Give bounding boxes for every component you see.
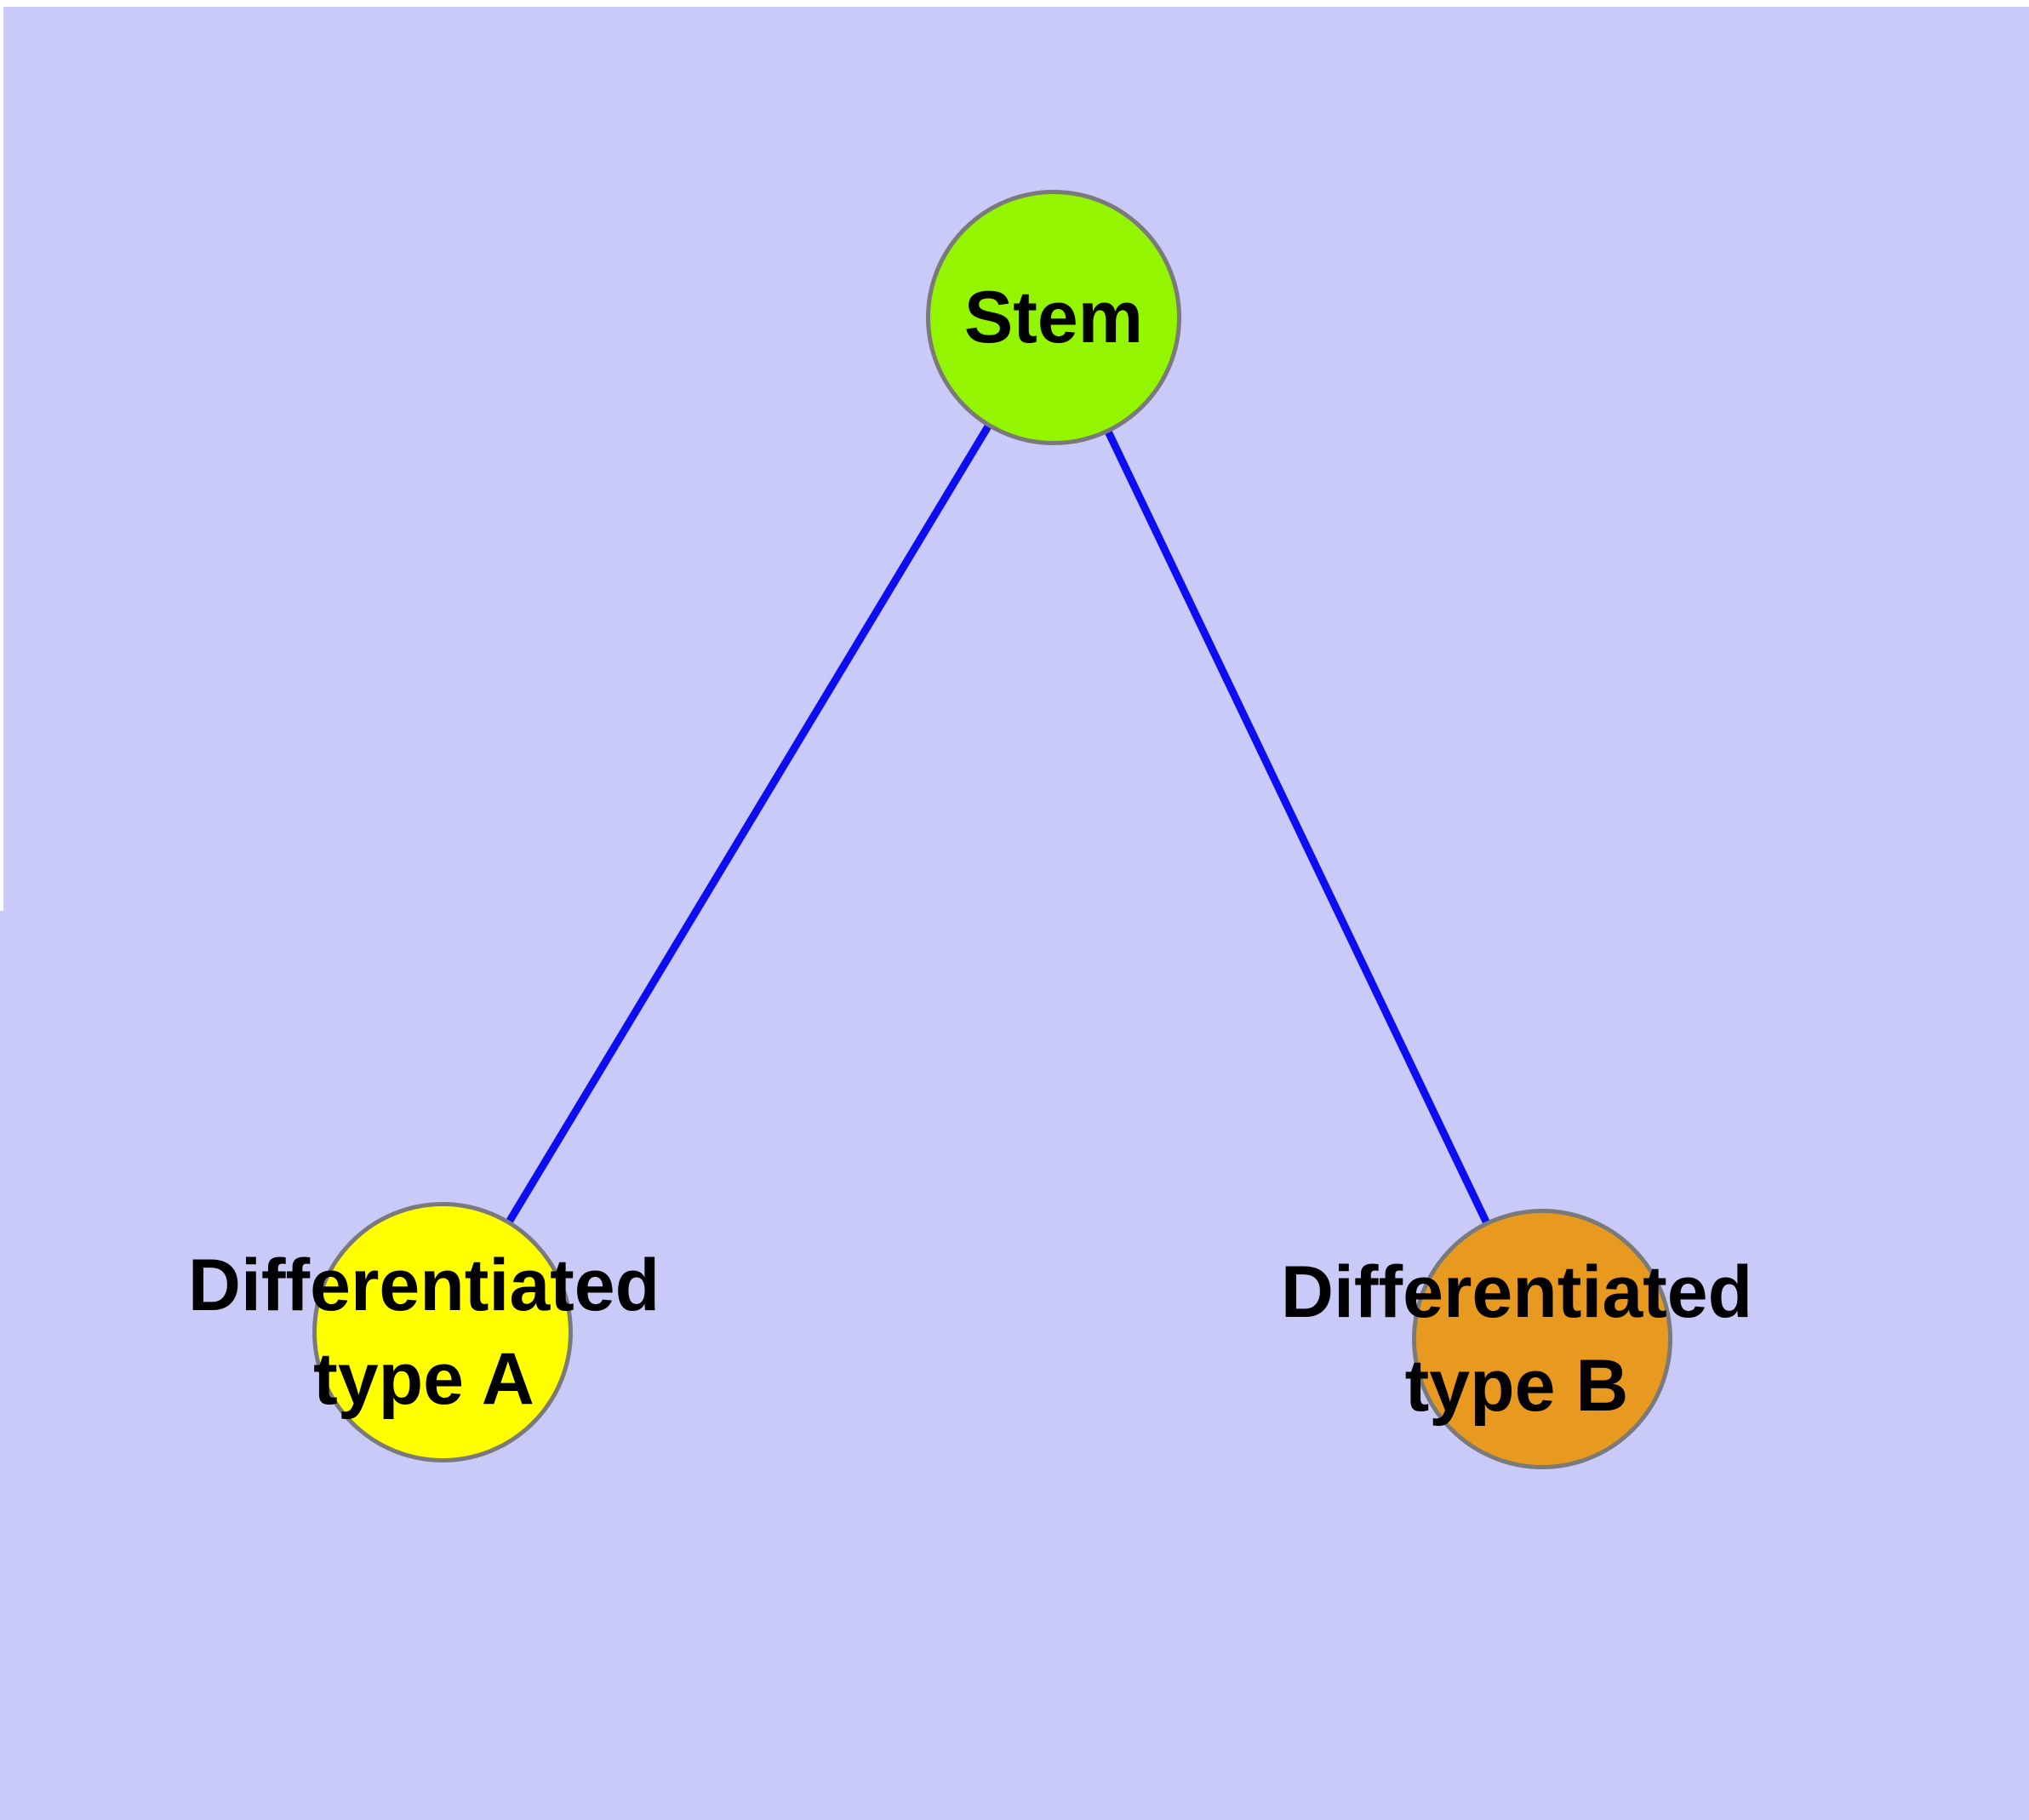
node-differentiated-type-a <box>312 1202 573 1462</box>
node-differentiated-type-a-label: Differentiated type A <box>188 1239 660 1426</box>
node-stem-label: Stem <box>964 271 1143 364</box>
node-type-b-label-line-2: type B <box>1404 1345 1629 1427</box>
node-stem <box>926 190 1181 445</box>
page-margin-strip <box>0 0 3 911</box>
edge-stem-to-type-b <box>1049 316 1546 1341</box>
node-type-a-label-line-1: Differentiated <box>187 1245 660 1326</box>
edge-stem-to-type-a <box>439 315 1057 1335</box>
node-differentiated-type-b-label: Differentiated type B <box>1281 1245 1752 1433</box>
node-type-b-label-line-1: Differentiated <box>1280 1251 1753 1333</box>
node-type-a-label-line-2: type A <box>313 1338 534 1420</box>
node-stem-label-line: Stem <box>963 277 1144 358</box>
node-differentiated-type-b <box>1412 1209 1672 1469</box>
